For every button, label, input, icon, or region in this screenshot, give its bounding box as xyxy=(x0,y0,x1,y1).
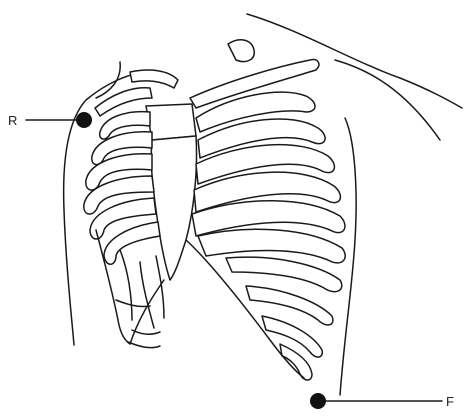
electrode-f: F xyxy=(310,393,454,409)
electrode-r-label: R xyxy=(8,113,17,128)
ribs-left-side xyxy=(84,112,164,348)
ribs-right-side xyxy=(192,92,345,380)
electrode-f-label: F xyxy=(446,394,454,409)
electrode-r: R xyxy=(8,112,92,128)
electrode-f-dot xyxy=(310,393,326,409)
electrode-r-dot xyxy=(76,112,92,128)
